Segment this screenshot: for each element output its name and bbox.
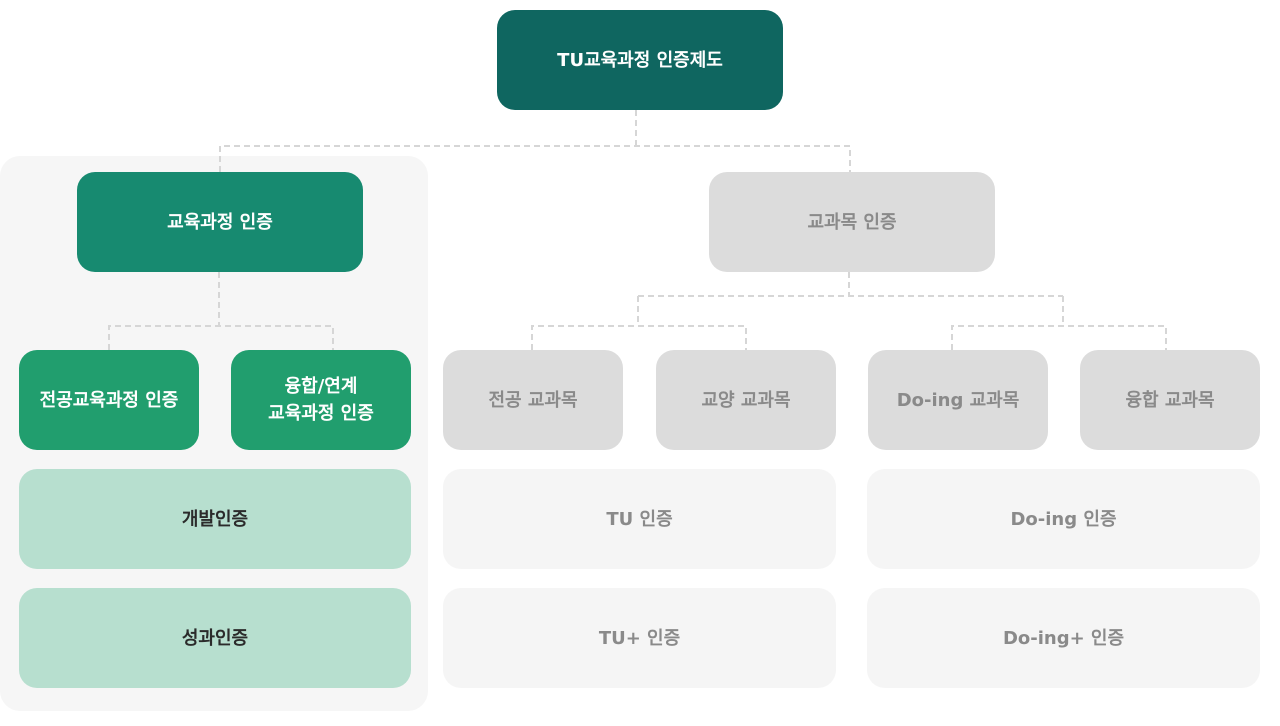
subject-cert-node: 교과목 인증 (709, 172, 995, 272)
connector-subject (637, 272, 1064, 326)
performance-cert-node: 성과인증 (19, 588, 411, 688)
convergence-subject-node: 융합 교과목 (1080, 350, 1260, 450)
tu-plus-cert-node: TU+ 인증 (443, 588, 836, 688)
connector-subject-left (531, 325, 747, 350)
connector-subject-right (951, 325, 1167, 350)
major-subject-node: 전공 교과목 (443, 350, 623, 450)
liberal-subject-node: 교양 교과목 (656, 350, 836, 450)
major-curriculum-node: 전공교육과정 인증 (19, 350, 199, 450)
curriculum-cert-node: 교육과정 인증 (77, 172, 363, 272)
doing-cert-node: Do-ing 인증 (867, 469, 1260, 569)
root-node: TU교육과정 인증제도 (497, 10, 783, 110)
tu-cert-node: TU 인증 (443, 469, 836, 569)
convergence-curriculum-node: 융합/연계 교육과정 인증 (231, 350, 411, 450)
development-cert-node: 개발인증 (19, 469, 411, 569)
doing-subject-node: Do-ing 교과목 (868, 350, 1048, 450)
doing-plus-cert-node: Do-ing+ 인증 (867, 588, 1260, 688)
